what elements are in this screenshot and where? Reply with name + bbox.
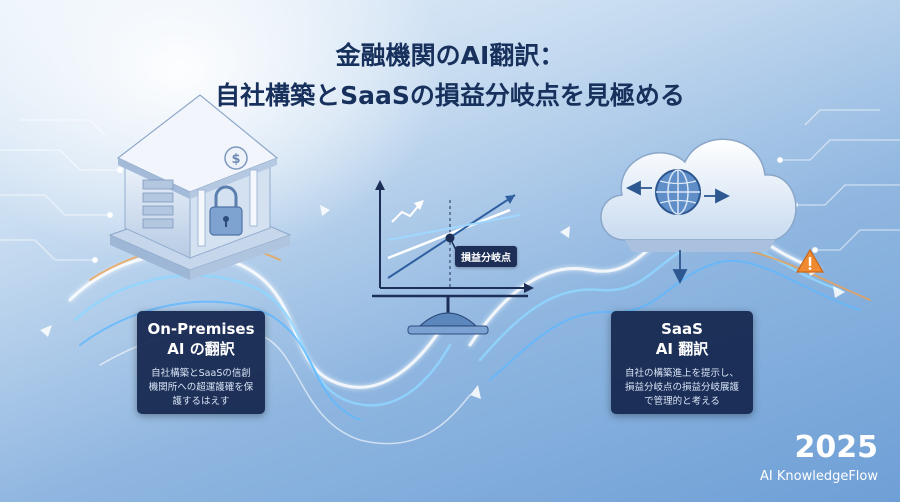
year-label: 2025 [794,430,879,465]
saas-body-2: 損益分岐点の損益分岐展護 [624,382,739,393]
on-premises-body-2: 機関所への超運護確を保 [148,382,254,393]
page-title: 金融機関のAI翻訳： 自社構築とSaaSの損益分岐点を見極める [0,36,900,116]
on-premises-panel: On-Premises AI の翻訳 自社構築とSaaSの信創 機関所への超運護… [137,311,265,414]
on-premises-body-3: 護するはえす [172,396,230,407]
brand-label: AI KnowledgeFlow [760,469,878,484]
cloud-arrows [625,180,731,285]
on-premises-title-1: On-Premises [147,320,255,338]
on-premises-body-1: 自社構築とSaaSの信創 [151,368,251,379]
circuit-lines-left [0,119,124,264]
svg-text:$: $ [231,152,240,167]
on-premises-title-2: AI の翻訳 [167,340,235,358]
padlock-icon [209,185,243,236]
balance-scale-icon [407,312,489,335]
title-line-2: 自社構築とSaaSの損益分岐点を見極める [215,81,685,110]
saas-title-2: AI 翻訳 [655,340,709,358]
saas-body-3: で管理的と考える [644,396,720,407]
warning-icon [795,248,825,273]
bank-building-icon: $ [108,94,292,280]
title-line-1: 金融機関のAI翻訳： [335,41,565,70]
saas-panel: SaaS AI 翻訳 自社の構築進上を提示し、 損益分岐点の損益分岐展護 で管理… [611,311,753,414]
globe-icon [655,169,701,215]
saas-title-1: SaaS [661,320,703,338]
breakeven-label: 損益分岐点 [455,246,517,267]
saas-body-1: 自社の構築進上を提示し、 [624,368,739,379]
circuit-lines-right [776,109,900,254]
